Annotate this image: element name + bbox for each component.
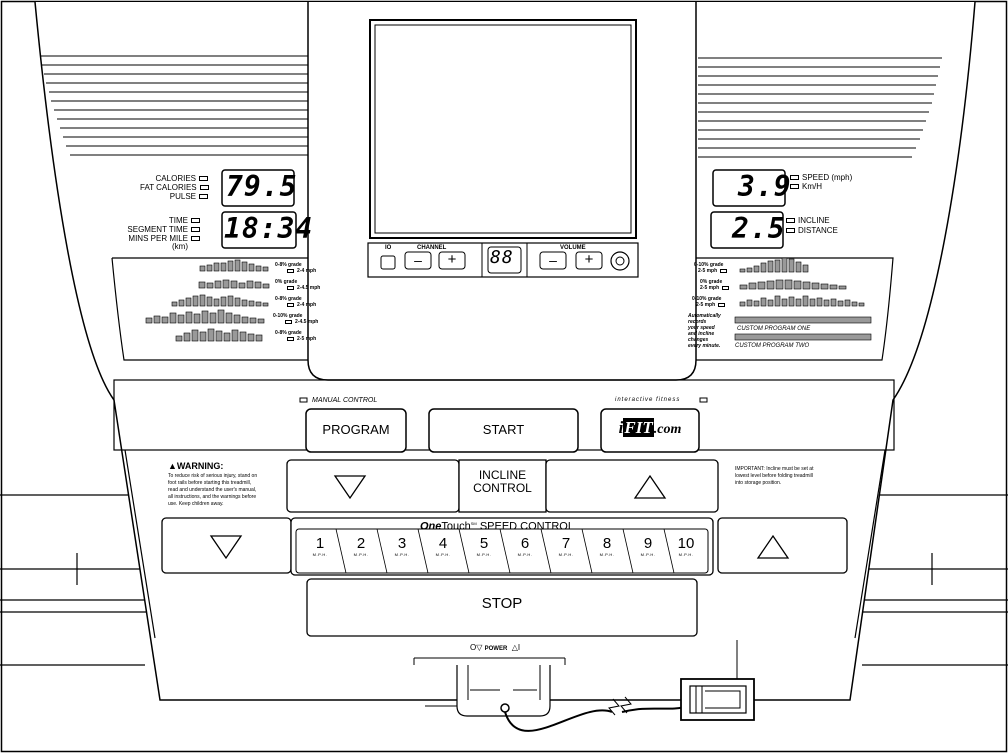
channel-down-button[interactable]: –: [414, 252, 422, 268]
speed-key-1[interactable]: 1: [315, 535, 325, 552]
speed-key-dividers: [335, 528, 675, 574]
speed-display: 3.9: [738, 170, 792, 203]
incline-label: INCLINE: [786, 216, 830, 225]
speed-key-5-unit: M.P.H.: [476, 552, 492, 557]
pulse-label: PULSE: [150, 192, 208, 201]
speed-key-1-unit: M.P.H.: [312, 552, 328, 557]
calories-display: 79.5: [226, 170, 298, 203]
speed-key-8-unit: M.P.H.: [599, 552, 615, 557]
stop-button[interactable]: STOP: [481, 595, 523, 612]
speed-key-8[interactable]: 8: [602, 535, 612, 552]
interactive-fitness-label: interactive fitness: [615, 397, 681, 403]
power-label: O▽ POWER △I: [470, 643, 521, 652]
incline-down-button[interactable]: [287, 460, 459, 512]
program-button[interactable]: PROGRAM: [322, 422, 390, 437]
warning-text: To reduce risk of serious injury, stand …: [168, 473, 258, 507]
power-switch[interactable]: [681, 679, 754, 720]
speed-down-button[interactable]: [162, 518, 291, 573]
speed-up-button[interactable]: [718, 518, 847, 573]
time-display: 18:34: [224, 212, 314, 245]
speed-key-3[interactable]: 3: [397, 535, 407, 552]
fat-calories-label: FAT CALORIES: [140, 183, 209, 192]
segment-time-label: SEGMENT TIME: [120, 225, 200, 234]
custom-program-two-label: CUSTOM PROGRAM TWO: [735, 343, 810, 349]
distance-label: DISTANCE: [786, 226, 838, 235]
speed-control-title: OneTouchSM SPEED CONTROL: [420, 520, 574, 533]
channel-up-button[interactable]: +: [447, 251, 457, 268]
headphone-icon[interactable]: [611, 252, 629, 270]
time-label: TIME: [140, 216, 200, 225]
channel-label: CHANNEL: [417, 245, 447, 251]
left-program-profiles: [145, 259, 270, 342]
incline-display: 2.5: [732, 212, 786, 245]
kmh-label: Km/H: [790, 182, 822, 191]
volume-up-button[interactable]: +: [584, 251, 594, 268]
speed-key-9-unit: M.P.H.: [640, 552, 656, 557]
incline-up-button[interactable]: [546, 460, 718, 512]
km-label: (km): [172, 242, 188, 251]
speed-key-10-unit: M.P.H.: [678, 552, 694, 557]
speed-key-10[interactable]: 10: [677, 535, 695, 552]
speed-key-2[interactable]: 2: [356, 535, 366, 552]
start-button[interactable]: START: [482, 422, 525, 437]
volume-label: VOLUME: [560, 245, 586, 251]
ifit-button[interactable]: iFIT.com: [618, 418, 682, 437]
volume-down-button[interactable]: –: [549, 252, 557, 268]
tv-power-button[interactable]: [381, 256, 395, 269]
speed-key-4[interactable]: 4: [438, 535, 448, 552]
speed-key-7-unit: M.P.H.: [558, 552, 574, 557]
speed-key-3-unit: M.P.H.: [394, 552, 410, 557]
speed-key-4-unit: M.P.H.: [435, 552, 451, 557]
right-speaker-grille: [698, 57, 942, 158]
mins-per-mile-label: MINS PER MILE: [110, 234, 200, 243]
channel-display: 88: [490, 247, 514, 268]
calories-label: CALORIES: [150, 174, 208, 183]
speed-key-6[interactable]: 6: [520, 535, 530, 552]
speed-key-5[interactable]: 5: [479, 535, 489, 552]
speed-key-7[interactable]: 7: [561, 535, 571, 552]
warning-title: ▲WARNING:: [168, 461, 224, 471]
left-speaker-grille: [40, 55, 308, 156]
tv-power-label: IO: [385, 245, 392, 251]
custom-program-one-label: CUSTOM PROGRAM ONE: [737, 326, 811, 332]
right-program-profiles: [734, 257, 872, 341]
manual-control-label: MANUAL CONTROL: [312, 397, 378, 404]
speed-key-2-unit: M.P.H.: [353, 552, 369, 557]
speed-key-6-unit: M.P.H.: [517, 552, 533, 557]
speed-key-9[interactable]: 9: [643, 535, 653, 552]
speed-label: SPEED (mph): [790, 173, 852, 182]
